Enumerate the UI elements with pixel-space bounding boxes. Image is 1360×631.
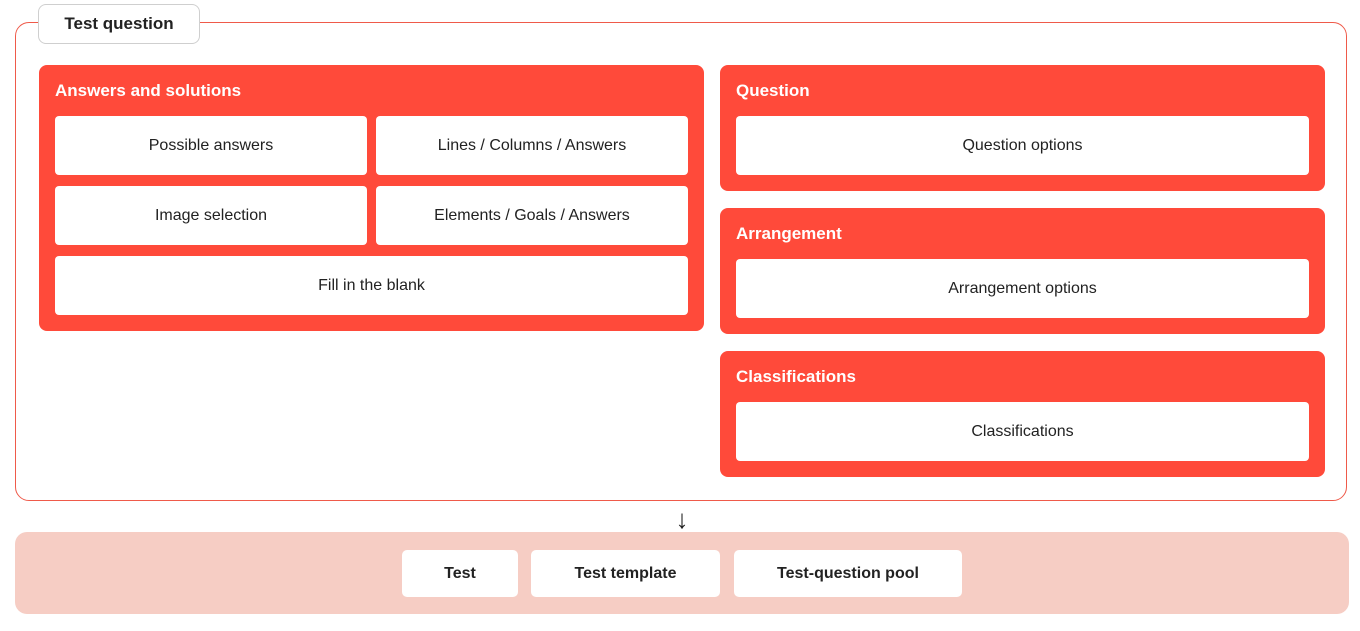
possible-answers-card[interactable]: Possible answers	[55, 116, 367, 175]
classifications-panel-title: Classifications	[736, 367, 856, 386]
arrangement-panel-title: Arrangement	[736, 224, 842, 243]
elements-goals-answers-card[interactable]: Elements / Goals / Answers	[376, 186, 688, 245]
arrangement-options-card[interactable]: Arrangement options	[736, 259, 1309, 318]
test-template-card[interactable]: Test template	[531, 550, 720, 597]
question-panel: Question Question options	[720, 65, 1325, 191]
down-arrow-icon: ↓	[675, 504, 689, 534]
test-card[interactable]: Test	[402, 550, 518, 597]
classifications-card[interactable]: Classifications	[736, 402, 1309, 461]
image-selection-card[interactable]: Image selection	[55, 186, 367, 245]
answers-and-solutions-panel: Answers and solutions Possible answers L…	[39, 65, 704, 331]
lines-columns-answers-card[interactable]: Lines / Columns / Answers	[376, 116, 688, 175]
classifications-panel: Classifications Classifications	[720, 351, 1325, 477]
question-panel-title: Question	[736, 81, 810, 100]
question-options-card[interactable]: Question options	[736, 116, 1309, 175]
answers-panel-title: Answers and solutions	[55, 81, 242, 100]
arrangement-panel: Arrangement Arrangement options	[720, 208, 1325, 334]
test-question-pool-card[interactable]: Test-question pool	[734, 550, 962, 597]
test-question-label: Test question	[38, 4, 200, 44]
fill-in-the-blank-card[interactable]: Fill in the blank	[55, 256, 688, 315]
test-question-container	[15, 22, 1347, 501]
